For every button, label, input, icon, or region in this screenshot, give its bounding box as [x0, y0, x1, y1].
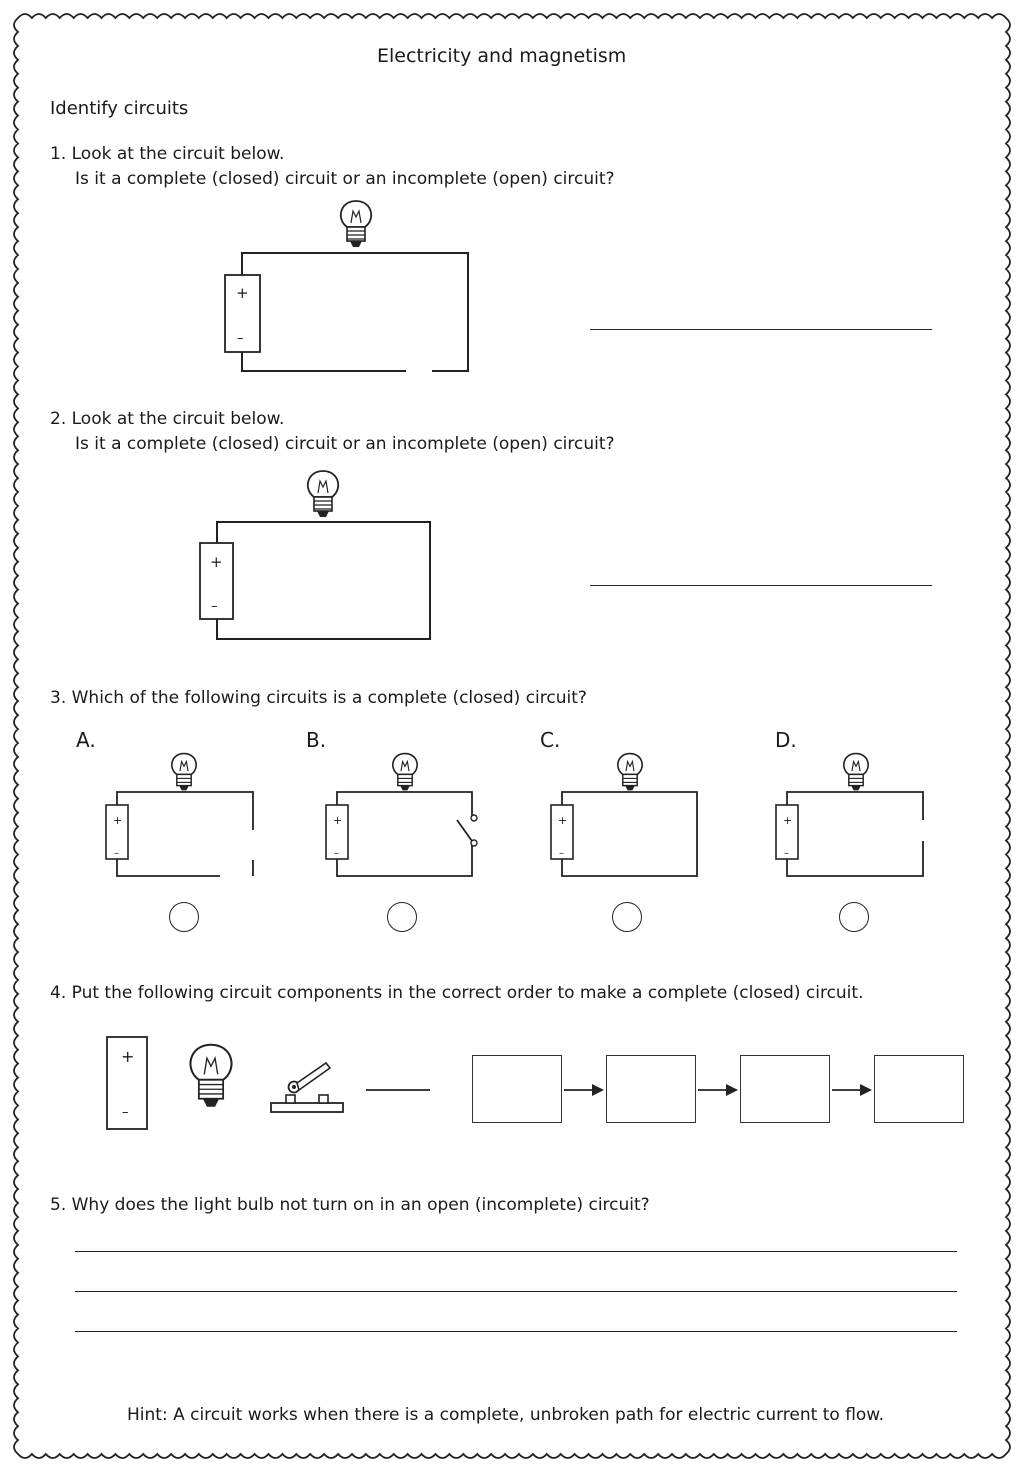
light-bulb-icon: [392, 752, 418, 791]
light-bulb-icon: [171, 752, 197, 791]
battery-plus: +: [558, 814, 568, 827]
q1-question: Is it a complete (closed) circuit or an …: [75, 169, 615, 189]
battery-minus: –: [784, 848, 789, 859]
battery-icon: [775, 804, 799, 860]
q2-instruction: 2. Look at the circuit below.: [50, 409, 285, 429]
arrow-right-icon: [564, 1084, 604, 1096]
q5-question: 5. Why does the light bulb not turn on i…: [50, 1195, 650, 1215]
light-bulb-icon: [617, 752, 643, 791]
order-box-2[interactable]: [606, 1055, 696, 1123]
page-title: Electricity and magnetism: [377, 45, 627, 67]
battery-icon: [106, 1036, 148, 1130]
order-arrows: [564, 1084, 872, 1096]
battery-minus: –: [334, 848, 339, 859]
light-bulb-icon: [306, 470, 340, 517]
q2-question: Is it a complete (closed) circuit or an …: [75, 434, 615, 454]
battery-minus: –: [122, 1105, 129, 1120]
battery-plus: +: [783, 814, 793, 827]
light-bulb-icon: [339, 200, 373, 247]
switch-icon: [456, 814, 478, 847]
order-box-1[interactable]: [472, 1055, 562, 1123]
order-box-4[interactable]: [874, 1055, 964, 1123]
option-a-circuit: [105, 752, 254, 877]
hint-text: Hint: A circuit works when there is a co…: [127, 1405, 885, 1425]
option-d-circuit: [775, 752, 924, 877]
battery-plus: +: [121, 1047, 135, 1066]
battery-icon: [105, 804, 129, 860]
option-b-radio[interactable]: [387, 902, 417, 932]
q5-answer-line-2[interactable]: [75, 1291, 957, 1292]
order-box-3[interactable]: [740, 1055, 830, 1123]
q1-instruction: 1. Look at the circuit below.: [50, 144, 285, 164]
light-bulb-icon: [843, 752, 869, 791]
option-d-label: D.: [775, 728, 797, 752]
battery-plus: +: [210, 553, 223, 571]
option-c-circuit: [550, 752, 698, 877]
battery-plus: +: [333, 814, 343, 827]
battery-icon: [224, 274, 261, 353]
option-b-circuit: [325, 752, 478, 877]
q5-answer-line-3[interactable]: [75, 1331, 957, 1332]
battery-minus: –: [237, 331, 244, 346]
section-heading: Identify circuits: [50, 98, 189, 119]
option-d-radio[interactable]: [839, 902, 869, 932]
q4-question: 4. Put the following circuit components …: [50, 983, 864, 1003]
q4-components: [106, 1036, 430, 1130]
option-a-radio[interactable]: [169, 902, 199, 932]
arrow-right-icon: [698, 1084, 738, 1096]
battery-plus: +: [236, 284, 249, 302]
option-b-label: B.: [306, 728, 327, 752]
light-bulb-icon: [189, 1043, 233, 1107]
switch-icon: [270, 1061, 344, 1113]
option-a-label: A.: [76, 728, 96, 752]
battery-icon: [199, 542, 234, 620]
option-c-radio[interactable]: [612, 902, 642, 932]
battery-icon: [550, 804, 574, 860]
battery-icon: [325, 804, 349, 860]
battery-minus: –: [114, 848, 119, 859]
q5-answer-line-1[interactable]: [75, 1251, 957, 1252]
q2-circuit-diagram: [199, 470, 431, 640]
option-c-label: C.: [540, 728, 561, 752]
q1-circuit-diagram: [224, 200, 469, 372]
battery-plus: +: [113, 814, 123, 827]
arrow-right-icon: [832, 1084, 872, 1096]
battery-minus: –: [211, 599, 218, 614]
battery-minus: –: [559, 848, 564, 859]
q3-question: 3. Which of the following circuits is a …: [50, 688, 587, 708]
q1-answer-line[interactable]: [590, 329, 932, 330]
q2-answer-line[interactable]: [590, 585, 932, 586]
